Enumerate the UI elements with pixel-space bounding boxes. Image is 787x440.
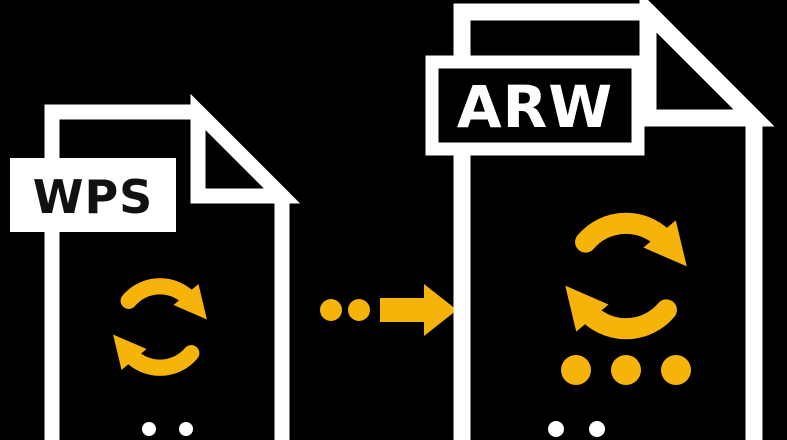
- conversion-arrow: [320, 284, 457, 336]
- target-file-icon: ARW: [425, 0, 775, 440]
- ellipsis-dot: [611, 355, 641, 385]
- source-format-badge: [10, 158, 176, 232]
- target-format-badge: [425, 55, 645, 156]
- arrow-dot: [320, 299, 342, 321]
- source-bottom-dot: [142, 422, 156, 436]
- target-bottom-dot: [589, 421, 605, 437]
- source-format-label: WPS: [33, 170, 154, 224]
- right-arrow-icon: [380, 284, 457, 336]
- target-bottom-dot: [548, 421, 564, 437]
- sync-icon: [101, 284, 220, 370]
- sync-icon: [549, 220, 703, 331]
- source-file-icon: WPS: [10, 93, 301, 440]
- ellipsis-dot: [661, 355, 691, 385]
- ellipsis-dot: [561, 355, 591, 385]
- arrow-dot: [348, 299, 370, 321]
- source-document-fold-corner: [190, 93, 301, 204]
- target-format-label: ARW: [457, 73, 614, 141]
- ellipsis-dots: [561, 355, 691, 385]
- target-document-fold-corner: [639, 0, 775, 127]
- source-bottom-dot: [179, 422, 193, 436]
